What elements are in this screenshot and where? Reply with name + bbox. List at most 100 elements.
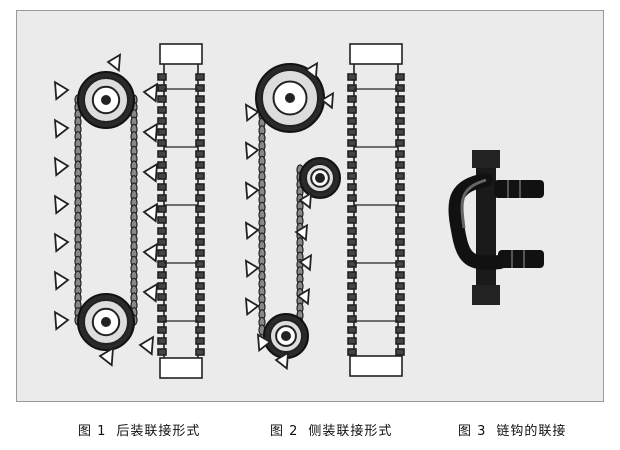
left-link (347, 95, 357, 103)
left-link (157, 95, 167, 103)
right-link (195, 282, 205, 290)
cutter-pick (244, 103, 260, 123)
left-link (157, 282, 167, 290)
right-link (395, 326, 405, 334)
left-link (347, 205, 357, 213)
left-link (347, 150, 357, 158)
cutter-pick (138, 335, 155, 356)
right-link (195, 227, 205, 235)
fig2-side-view (244, 61, 341, 371)
bottom-block (349, 355, 403, 377)
left-link (157, 161, 167, 169)
right-link (395, 260, 405, 268)
sprocket-axle (101, 95, 111, 105)
right-link (395, 227, 405, 235)
left-link (157, 293, 167, 301)
left-link (157, 348, 167, 356)
left-link (347, 337, 357, 345)
right-link (395, 205, 405, 213)
right-link (195, 183, 205, 191)
right-link (195, 128, 205, 136)
right-link (395, 293, 405, 301)
right-link (195, 172, 205, 180)
right-link (395, 95, 405, 103)
left-link (157, 304, 167, 312)
left-link (347, 271, 357, 279)
right-link (395, 117, 405, 125)
right-link (195, 326, 205, 334)
sprocket-axle (285, 93, 295, 103)
right-link (195, 216, 205, 224)
left-link (347, 128, 357, 136)
cutter-pick (142, 202, 159, 223)
left-link (347, 282, 357, 290)
top-block (349, 43, 403, 65)
left-link (347, 161, 357, 169)
top-block (159, 43, 203, 65)
left-link (157, 139, 167, 147)
cutter-pick (296, 287, 311, 306)
left-link (157, 117, 167, 125)
left-link (347, 117, 357, 125)
bottom-block (159, 357, 203, 379)
left-link (157, 128, 167, 136)
right-link (195, 117, 205, 125)
cutter-pick (53, 310, 70, 331)
right-link (195, 304, 205, 312)
cutter-pick (53, 194, 70, 215)
right-link (195, 315, 205, 323)
right-link (195, 84, 205, 92)
fig2-front-view (347, 43, 405, 377)
cutter-pick (142, 162, 159, 183)
left-link (157, 315, 167, 323)
cutter-pick (98, 346, 115, 367)
sprocket-axle (101, 317, 111, 327)
left-link (347, 139, 357, 147)
cutter-pick (298, 191, 313, 210)
right-link (395, 106, 405, 114)
left-link (157, 183, 167, 191)
cutter-pick (142, 82, 159, 103)
cutter-pick (53, 270, 70, 291)
left-link (157, 260, 167, 268)
left-link (347, 260, 357, 268)
right-link (395, 304, 405, 312)
cutter-pick (244, 297, 260, 317)
right-link (195, 293, 205, 301)
left-link (347, 249, 357, 257)
fig1-side-view (53, 53, 159, 367)
left-link (347, 84, 357, 92)
left-link (347, 326, 357, 334)
sprocket-axle (281, 331, 291, 341)
left-link (157, 249, 167, 257)
left-link (157, 271, 167, 279)
left-link (157, 238, 167, 246)
cutter-pick (53, 118, 70, 139)
cutter-pick (256, 333, 272, 353)
right-link (395, 128, 405, 136)
left-link (157, 326, 167, 334)
left-link (347, 194, 357, 202)
right-link (195, 150, 205, 158)
left-link (347, 227, 357, 235)
left-link (157, 106, 167, 114)
cutter-pick (294, 223, 309, 242)
left-link (157, 194, 167, 202)
left-link (157, 84, 167, 92)
left-link (347, 315, 357, 323)
cutter-pick (142, 122, 159, 143)
right-link (395, 161, 405, 169)
right-link (395, 172, 405, 180)
right-link (195, 249, 205, 257)
cutter-pick (106, 53, 122, 73)
right-link (195, 161, 205, 169)
right-link (195, 139, 205, 147)
right-link (395, 216, 405, 224)
fig3-chain-hook (448, 150, 544, 305)
sprocket-axle (315, 173, 325, 183)
left-link (157, 73, 167, 81)
right-link (195, 73, 205, 81)
left-link (157, 337, 167, 345)
